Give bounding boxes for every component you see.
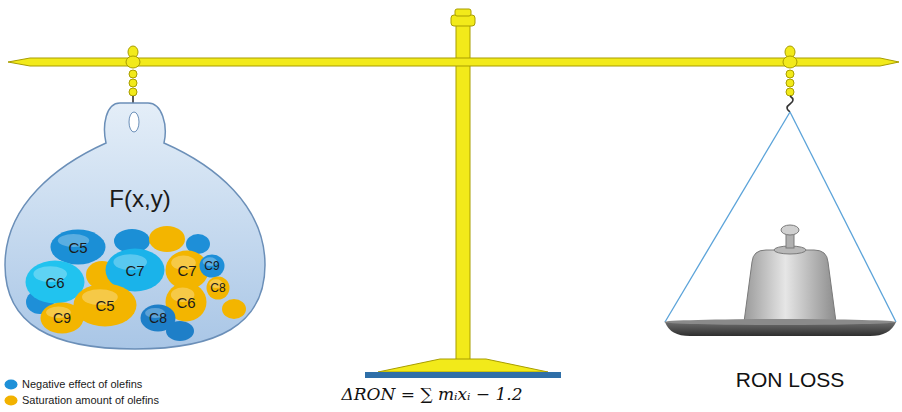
olefin-blob: [222, 299, 246, 319]
carbon-number: C6: [45, 275, 64, 290]
sample-bag: F(x,y)C5C6C7C7C9C8C6C5C9C8: [2, 95, 268, 352]
legend-text: Negative effect of olefins: [22, 378, 142, 390]
scale-post: [456, 24, 470, 362]
carbon-number: C6: [176, 295, 195, 310]
carbon-number: C5: [68, 240, 87, 255]
legend-row: Negative effect of olefins: [4, 377, 142, 391]
legend-swatch: [5, 379, 18, 389]
chain-link: [786, 88, 794, 96]
weight-label: RON LOSS: [736, 368, 845, 392]
ellipse-fill: [200, 255, 225, 278]
weight-knob: [781, 225, 799, 235]
carbon-number: C7: [177, 263, 196, 278]
carbon-number: C9: [204, 260, 219, 272]
weight-body: [744, 250, 836, 322]
formula: ΔRON = ∑ mᵢxᵢ − 1.2: [341, 384, 522, 404]
scale-base: [378, 359, 548, 372]
ellipse-fill: [41, 303, 84, 334]
legend-swatch-box: [4, 395, 18, 406]
carbon-number: C8: [149, 311, 167, 325]
olefin-blob: [149, 226, 185, 252]
carbon-number: C5: [95, 298, 114, 313]
ellipse-fill: [26, 261, 85, 304]
legend-row: Saturation amount of olefins: [4, 393, 159, 407]
legend-swatch-box: [4, 379, 18, 390]
right-knob: [783, 56, 797, 68]
legend-text: Saturation amount of olefins: [22, 394, 159, 406]
olefin-ellipse: C5: [50, 229, 106, 265]
chain-link: [129, 70, 137, 78]
bag-shape: [5, 103, 265, 349]
chain-link: [786, 79, 794, 87]
chain-link: [786, 70, 794, 78]
bag-hole: [129, 112, 139, 132]
olefin-ellipse: C8: [206, 276, 230, 300]
carbon-number: C7: [125, 263, 144, 278]
chain-link: [129, 79, 137, 87]
carbon-number: C9: [53, 311, 71, 325]
ellipse-fill: [141, 305, 176, 332]
legend-swatch: [5, 395, 18, 405]
olefin-ellipse: C9: [40, 302, 84, 334]
ellipse-fill: [207, 277, 230, 300]
function-label: F(x,y): [12, 185, 268, 213]
post-knob: [455, 9, 471, 16]
scale-beam: [8, 58, 899, 66]
ellipse-fill: [51, 230, 106, 265]
base-strip: [365, 372, 561, 378]
olefin-ellipse: C9: [199, 254, 225, 278]
left-knob: [126, 56, 140, 68]
carbon-number: C8: [210, 282, 225, 294]
chain-link: [129, 88, 137, 96]
pan-rim: [664, 319, 896, 325]
post-cap: [451, 15, 475, 26]
olefin-ellipse: C8: [140, 304, 176, 332]
right-hook: [787, 96, 793, 112]
